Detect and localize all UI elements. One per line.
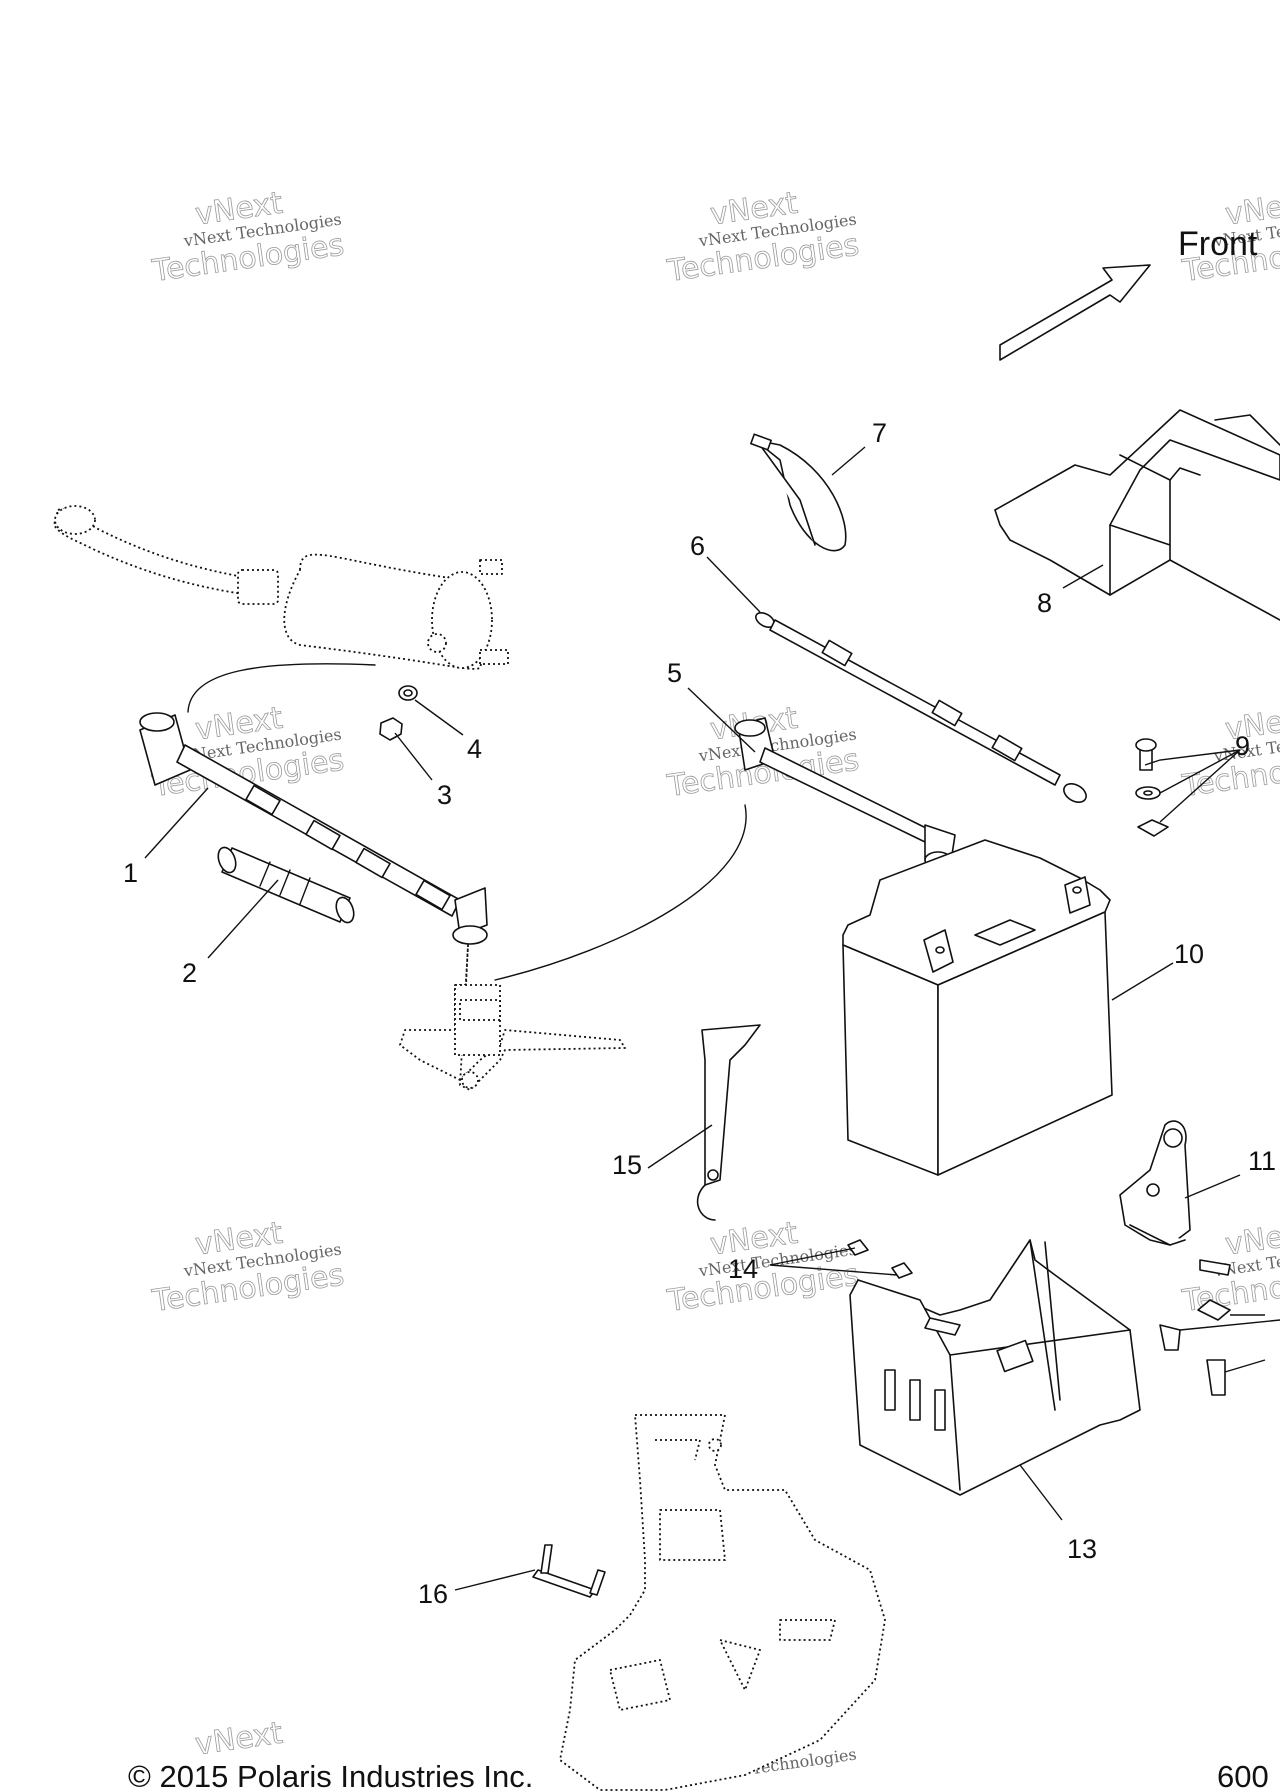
callout-14: 14 bbox=[728, 1254, 758, 1284]
watermark: vNext vNext Technologies Technologies bbox=[1179, 700, 1280, 804]
callout-11: 11 bbox=[1248, 1146, 1276, 1176]
callout-2: 2 bbox=[182, 958, 197, 988]
watermark: vNext vNext Technologies Technologies bbox=[664, 185, 862, 289]
cable-tie bbox=[750, 433, 847, 552]
leader-lines bbox=[144, 446, 1280, 1591]
skid-plate bbox=[559, 1414, 886, 1791]
front-label: Front bbox=[1178, 225, 1258, 263]
watermark: vNext bbox=[193, 1715, 286, 1763]
callout-16: 16 bbox=[418, 1579, 448, 1609]
callout-9: 9 bbox=[1235, 731, 1250, 761]
watermark: vNext vNext Technologies Technologies bbox=[664, 1215, 862, 1319]
terminal-hardware bbox=[1135, 738, 1169, 837]
battery-cover bbox=[994, 409, 1280, 621]
callout-7: 7 bbox=[872, 418, 887, 448]
callout-6: 6 bbox=[690, 531, 705, 561]
solenoid bbox=[399, 944, 626, 1091]
callout-15: 15 bbox=[612, 1150, 642, 1180]
clip-nuts bbox=[847, 1239, 913, 1279]
battery-strap bbox=[696, 1024, 761, 1221]
front-arrow bbox=[999, 264, 1151, 361]
starter-motor bbox=[53, 505, 509, 670]
callout-13: 13 bbox=[1067, 1534, 1097, 1564]
callout-1: 1 bbox=[123, 858, 138, 888]
copyright-notice: © 2015 Polaris Industries Inc. bbox=[128, 1759, 533, 1792]
starter-wire bbox=[187, 663, 376, 713]
starter-cable bbox=[139, 712, 488, 945]
callout-3: 3 bbox=[437, 780, 452, 810]
negative-cable bbox=[755, 611, 1087, 803]
battery-bracket bbox=[1119, 1120, 1191, 1246]
callout-5: 5 bbox=[667, 658, 682, 688]
cable-boot bbox=[217, 846, 355, 924]
callout-8: 8 bbox=[1037, 588, 1052, 618]
bracket-bolts bbox=[1159, 1259, 1231, 1396]
watermark: vNext vNext Technologies Technologies bbox=[149, 185, 347, 289]
mounting-clip bbox=[532, 1544, 606, 1598]
solenoid-wire bbox=[494, 804, 747, 981]
callout-4: 4 bbox=[467, 734, 482, 764]
callouts: 1 2 3 4 5 6 7 8 9 10 11 13 14 15 16 bbox=[123, 418, 1276, 1609]
battery bbox=[842, 839, 1113, 1176]
watermark: vNext vNext Technologies Technologies bbox=[149, 1215, 347, 1319]
svg-text:vNext: vNext bbox=[193, 1716, 285, 1763]
drawing-number: 600 bbox=[1217, 1759, 1269, 1792]
callout-10: 10 bbox=[1174, 939, 1204, 969]
battery-box bbox=[849, 1239, 1141, 1496]
washer-hole bbox=[403, 689, 413, 697]
